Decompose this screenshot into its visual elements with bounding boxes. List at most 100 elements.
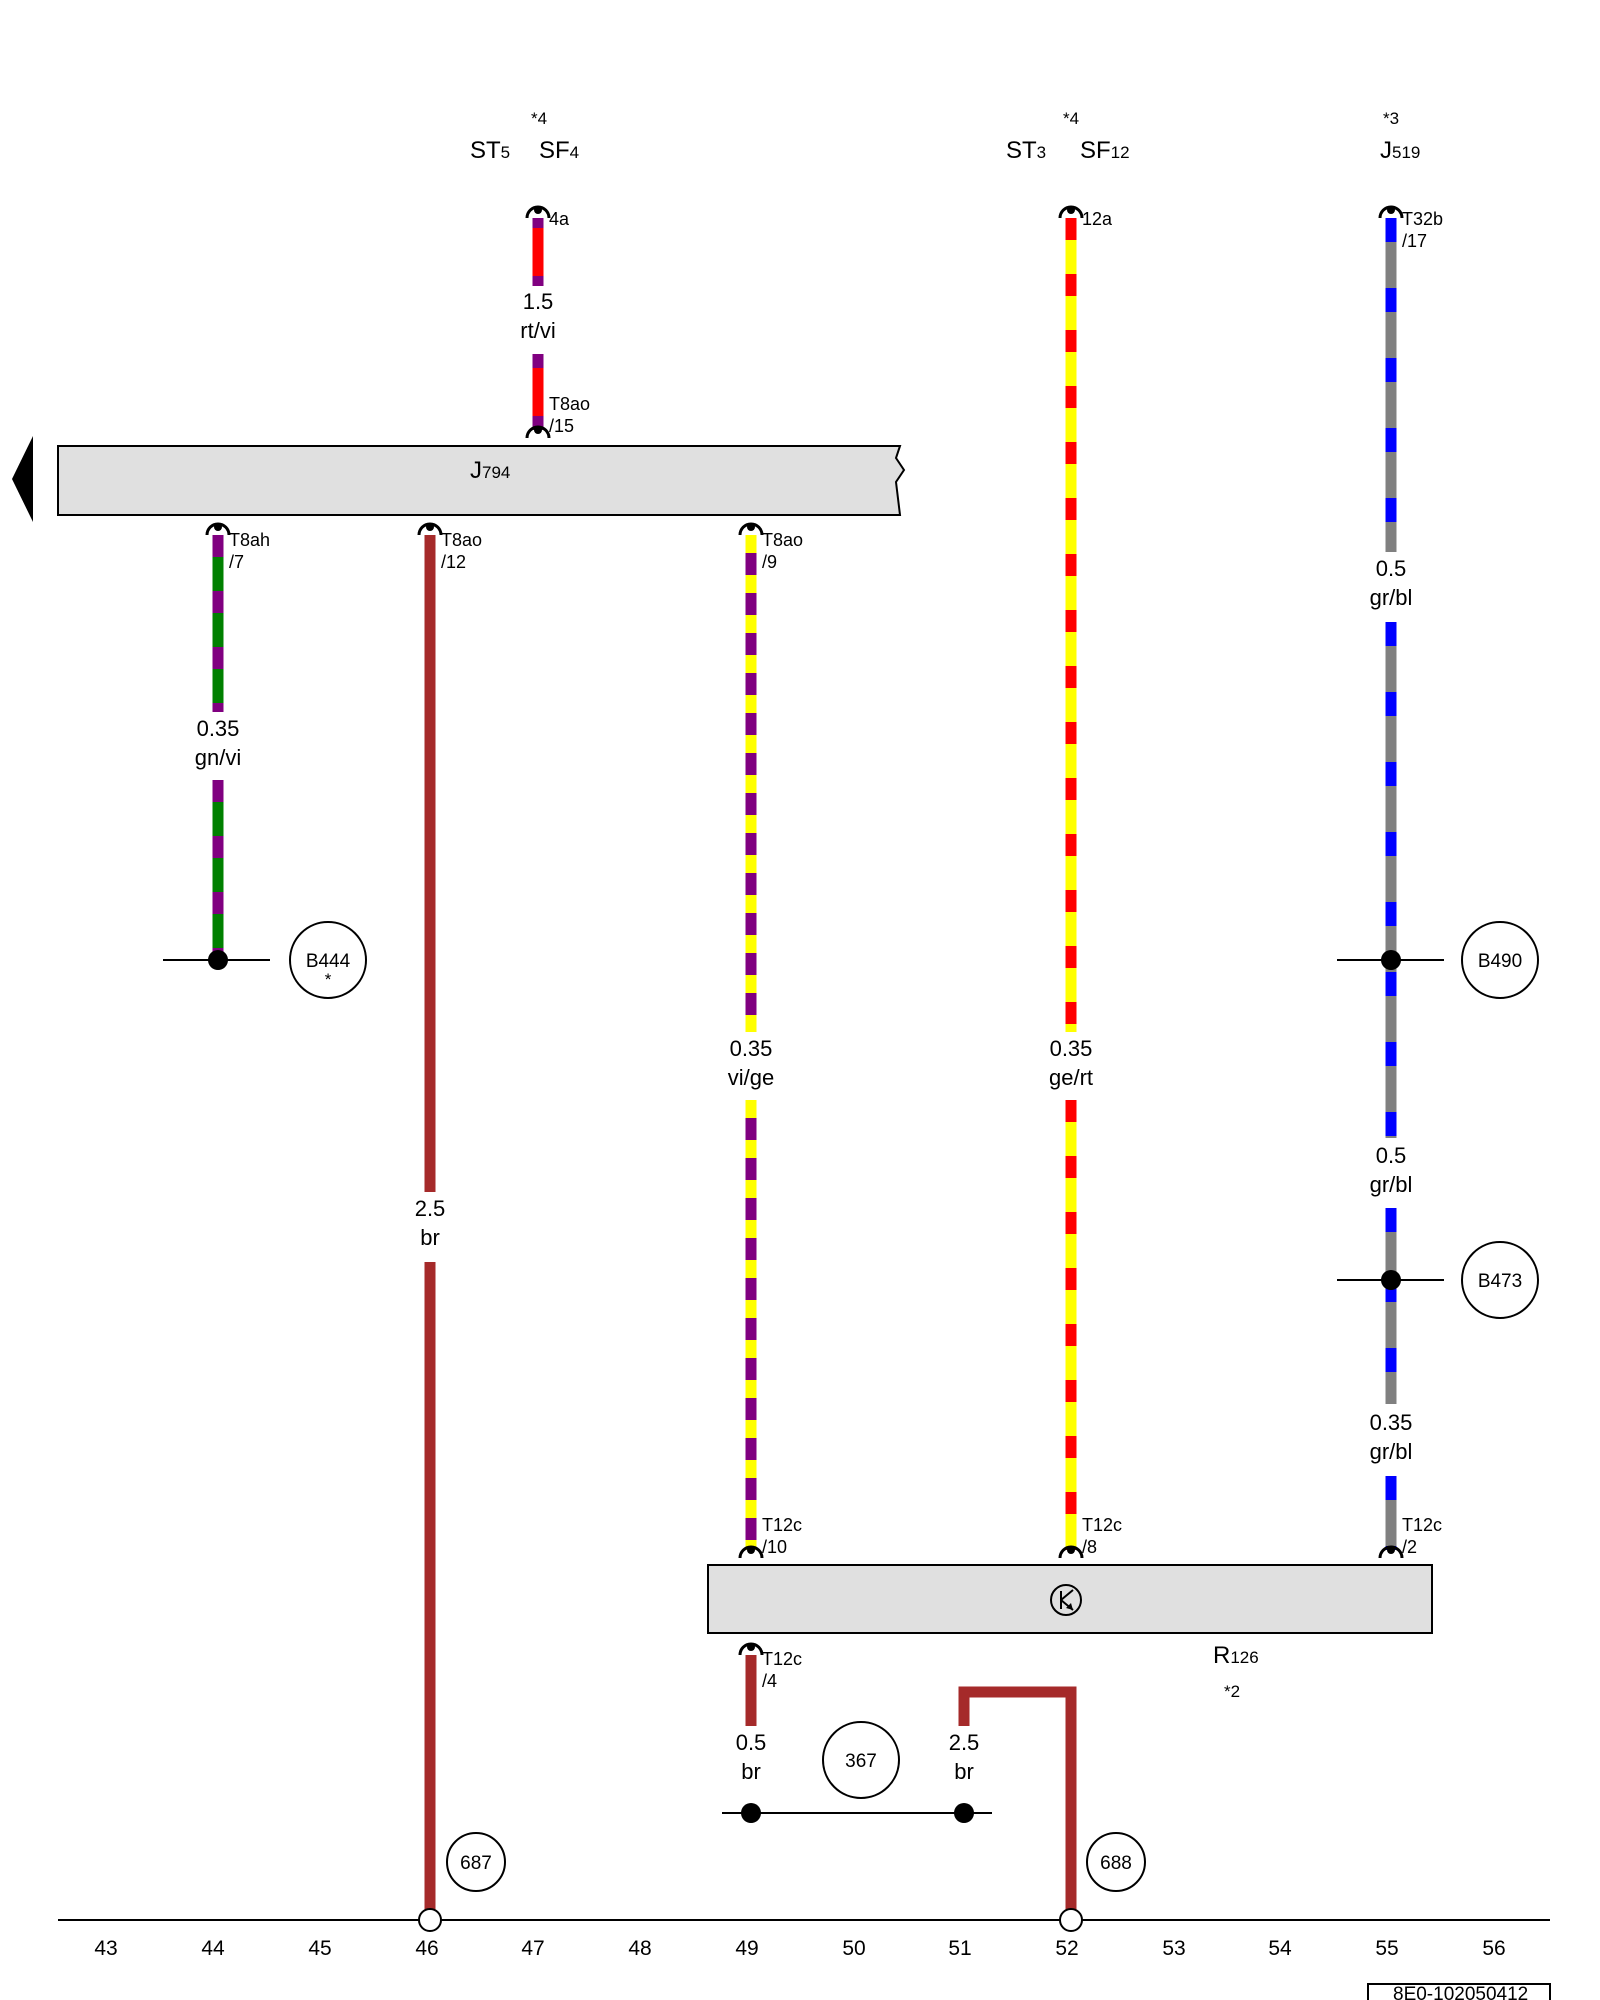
svg-text:*3: *3 (1383, 109, 1399, 128)
connector-t12c-2: T12c /2 (1402, 1515, 1442, 1557)
continuation-arrow (12, 436, 33, 522)
circle-b490: B490 (1461, 921, 1539, 999)
svg-text:gr/bl: gr/bl (1370, 1439, 1413, 1464)
svg-text:45: 45 (308, 1937, 331, 1960)
svg-text:8E0-102050412: 8E0-102050412 (1393, 1984, 1528, 2000)
circle-b444: B444 * (289, 921, 367, 999)
svg-text:/2: /2 (1402, 1537, 1417, 1557)
svg-text:687: 687 (460, 1853, 492, 1874)
svg-text:R126: R126 (1213, 1642, 1259, 1669)
svg-text:0.5: 0.5 (1376, 1143, 1407, 1168)
splice-point-367-a (741, 1803, 761, 1823)
svg-text:54: 54 (1268, 1937, 1292, 1960)
svg-text:50: 50 (842, 1937, 865, 1960)
grid-numbers: 43 44 45 46 47 48 49 50 51 52 53 54 55 5… (94, 1937, 1505, 1960)
svg-text:0.35: 0.35 (730, 1036, 773, 1061)
wire-label-br-49: 0.5 br (736, 1730, 767, 1784)
svg-text:688: 688 (1100, 1853, 1132, 1874)
svg-text:1.5: 1.5 (523, 289, 554, 314)
circle-b473: B473 (1461, 1241, 1539, 1319)
svg-text:B490: B490 (1478, 951, 1522, 972)
svg-text:/10: /10 (762, 1537, 787, 1557)
svg-text:T32b: T32b (1402, 209, 1443, 229)
svg-text:B473: B473 (1478, 1271, 1522, 1292)
circle-688: 688 (1086, 1832, 1146, 1892)
top-label-sf12: *4 SF12 (1063, 109, 1130, 164)
svg-text:*4: *4 (1063, 109, 1079, 128)
splice-point-b473 (1381, 1270, 1401, 1290)
svg-text:12a: 12a (1082, 209, 1113, 229)
svg-text:0.35: 0.35 (1370, 1410, 1413, 1435)
svg-text:ST3: ST3 (1006, 137, 1046, 164)
svg-text:*2: *2 (1224, 1682, 1240, 1701)
connector-t8ao-15: T8ao /15 (549, 394, 590, 436)
connector-4a: 4a (549, 209, 570, 229)
svg-text:ge/rt: ge/rt (1049, 1065, 1093, 1090)
svg-text:br: br (420, 1225, 440, 1250)
svg-text:T8ao: T8ao (441, 530, 482, 550)
wire-br-51-52 (958, 1686, 1077, 1910)
svg-text:0.5: 0.5 (736, 1730, 767, 1755)
svg-text:4a: 4a (549, 209, 570, 229)
svg-text:vi/ge: vi/ge (728, 1065, 774, 1090)
svg-text:44: 44 (201, 1937, 225, 1960)
svg-text:T12c: T12c (1402, 1515, 1442, 1535)
svg-text:/4: /4 (762, 1671, 777, 1691)
wire-label-gn-vi: 0.35 gn/vi (195, 716, 241, 770)
connector-t12c-8: T12c /8 (1082, 1515, 1122, 1557)
svg-text:49: 49 (735, 1937, 758, 1960)
svg-text:51: 51 (948, 1937, 971, 1960)
wire-label-vi-ge: 0.35 vi/ge (728, 1036, 774, 1090)
top-label-st3: ST3 (1006, 137, 1046, 164)
svg-text:55: 55 (1375, 1937, 1398, 1960)
document-reference: 8E0-102050412 (1367, 1983, 1551, 2000)
wires-layer (212, 218, 1397, 1910)
svg-text:2.5: 2.5 (415, 1196, 446, 1221)
svg-text:0.35: 0.35 (1050, 1036, 1093, 1061)
wire-label-br-46: 2.5 br (415, 1196, 446, 1250)
ground-point-46 (418, 1908, 442, 1932)
svg-text:/7: /7 (229, 552, 244, 572)
svg-text:T12c: T12c (762, 1649, 802, 1669)
svg-text:/9: /9 (762, 552, 777, 572)
svg-text:T8ao: T8ao (549, 394, 590, 414)
svg-text:0.5: 0.5 (1376, 556, 1407, 581)
svg-text:T8ao: T8ao (762, 530, 803, 550)
top-label-j519: *3 J519 (1380, 109, 1420, 164)
svg-text:/15: /15 (549, 416, 574, 436)
svg-text:47: 47 (521, 1937, 544, 1960)
svg-text:gr/bl: gr/bl (1370, 1172, 1413, 1197)
svg-text:2.5: 2.5 (949, 1730, 980, 1755)
component-r126: R126 *2 (707, 1564, 1433, 1701)
splice-point-367-b (954, 1803, 974, 1823)
transistor-icon (1050, 1584, 1082, 1616)
wire-label-gr-bl-1: 0.5 gr/bl (1370, 556, 1413, 610)
top-label-st5: ST5 (470, 137, 510, 164)
svg-text:SF4: SF4 (539, 137, 579, 164)
svg-text:T8ah: T8ah (229, 530, 270, 550)
circle-687: 687 (446, 1832, 506, 1892)
svg-text:J794: J794 (470, 457, 510, 484)
wire-label-gr-bl-3: 0.35 gr/bl (1370, 1410, 1413, 1464)
connector-t12c-4: T12c /4 (762, 1649, 802, 1691)
svg-text:J519: J519 (1380, 137, 1420, 164)
svg-text:rt/vi: rt/vi (520, 318, 555, 343)
svg-text:52: 52 (1055, 1937, 1078, 1960)
svg-text:B444: B444 (306, 951, 351, 972)
connector-t8ah-7: T8ah /7 (229, 530, 270, 572)
svg-text:T12c: T12c (762, 1515, 802, 1535)
svg-text:gr/bl: gr/bl (1370, 585, 1413, 610)
svg-text:gn/vi: gn/vi (195, 745, 241, 770)
svg-text:43: 43 (94, 1937, 117, 1960)
connector-t8ao-9: T8ao /9 (762, 530, 803, 572)
top-label-sf4: *4 SF4 (531, 109, 579, 164)
connector-t32b-17: T32b /17 (1402, 209, 1443, 251)
wire-label-ge-rt: 0.35 ge/rt (1049, 1036, 1093, 1090)
svg-text:48: 48 (628, 1937, 651, 1960)
svg-text:0.35: 0.35 (197, 716, 240, 741)
svg-text:br: br (741, 1759, 761, 1784)
splice-point-b444 (208, 950, 228, 970)
svg-text:/8: /8 (1082, 1537, 1097, 1557)
connector-t8ao-12: T8ao /12 (441, 530, 482, 572)
